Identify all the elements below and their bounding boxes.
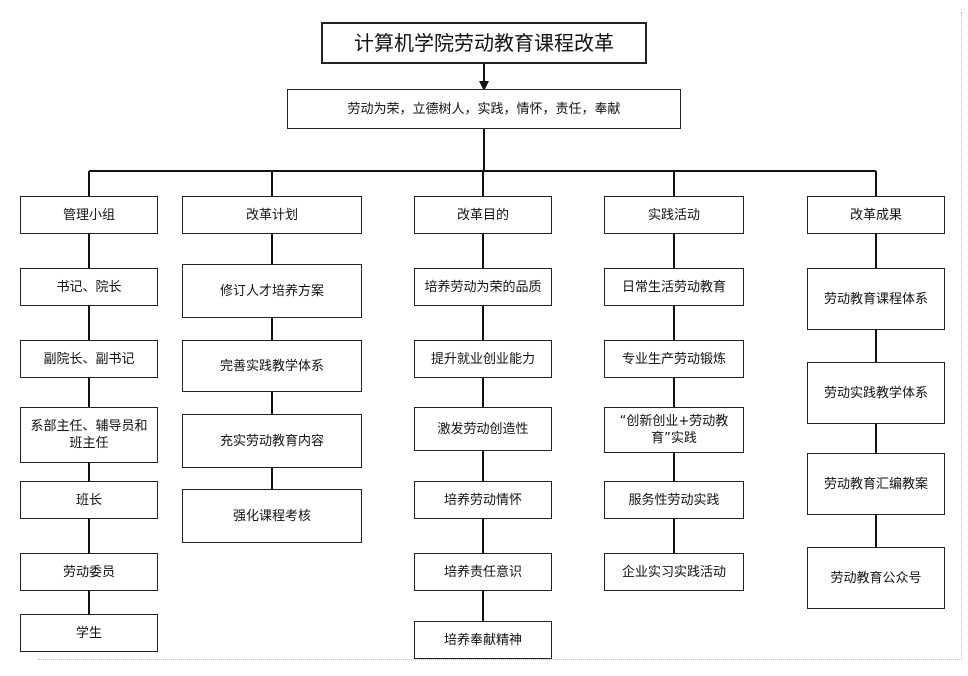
column-1-item-4: 班长 xyxy=(20,481,158,519)
goal-box: 劳动为荣，立德树人，实践，情怀，责任，奉献 xyxy=(287,89,681,129)
column-4-item-1: 日常生活劳动教育 xyxy=(604,268,744,306)
column-header-2: 改革计划 xyxy=(182,196,362,234)
column-2-item-2: 完善实践教学体系 xyxy=(182,340,362,392)
column-header-3: 改革目的 xyxy=(414,196,552,234)
column-4-item-3: “创新创业+劳动教育”实践 xyxy=(604,407,744,453)
column-1-item-5: 劳动委员 xyxy=(20,553,158,591)
column-3-item-2: 提升就业创业能力 xyxy=(414,340,552,378)
column-header-5: 改革成果 xyxy=(807,196,945,234)
column-5-item-2: 劳动实践教学体系 xyxy=(807,362,945,424)
column-3-item-5: 培养责任意识 xyxy=(414,553,552,591)
column-3-item-1: 培养劳动为荣的品质 xyxy=(414,268,552,306)
column-5-item-4: 劳动教育公众号 xyxy=(807,547,945,609)
column-2-item-1: 修订人才培养方案 xyxy=(182,264,362,318)
column-5-item-1: 劳动教育课程体系 xyxy=(807,268,945,330)
column-5-item-3: 劳动教育汇编教案 xyxy=(807,453,945,515)
column-1-item-6: 学生 xyxy=(20,614,158,652)
column-4-item-4: 服务性劳动实践 xyxy=(604,481,744,519)
column-3-item-3: 激发劳动创造性 xyxy=(414,407,552,451)
column-header-1: 管理小组 xyxy=(20,196,158,234)
column-3-item-4: 培养劳动情怀 xyxy=(414,481,552,519)
column-2-item-4: 强化课程考核 xyxy=(182,489,362,543)
column-1-item-3: 系部主任、辅导员和班主任 xyxy=(20,407,158,463)
column-header-4: 实践活动 xyxy=(604,196,744,234)
column-1-item-1: 书记、院长 xyxy=(20,268,158,306)
column-4-item-2: 专业生产劳动锻炼 xyxy=(604,340,744,378)
column-1-item-2: 副院长、副书记 xyxy=(20,340,158,378)
column-4-item-5: 企业实习实践活动 xyxy=(604,553,744,591)
column-2-item-3: 充实劳动教育内容 xyxy=(182,414,362,468)
page-frame xyxy=(38,12,962,660)
column-3-item-6: 培养奉献精神 xyxy=(414,621,552,659)
diagram-title-box: 计算机学院劳动教育课程改革 xyxy=(321,22,647,64)
